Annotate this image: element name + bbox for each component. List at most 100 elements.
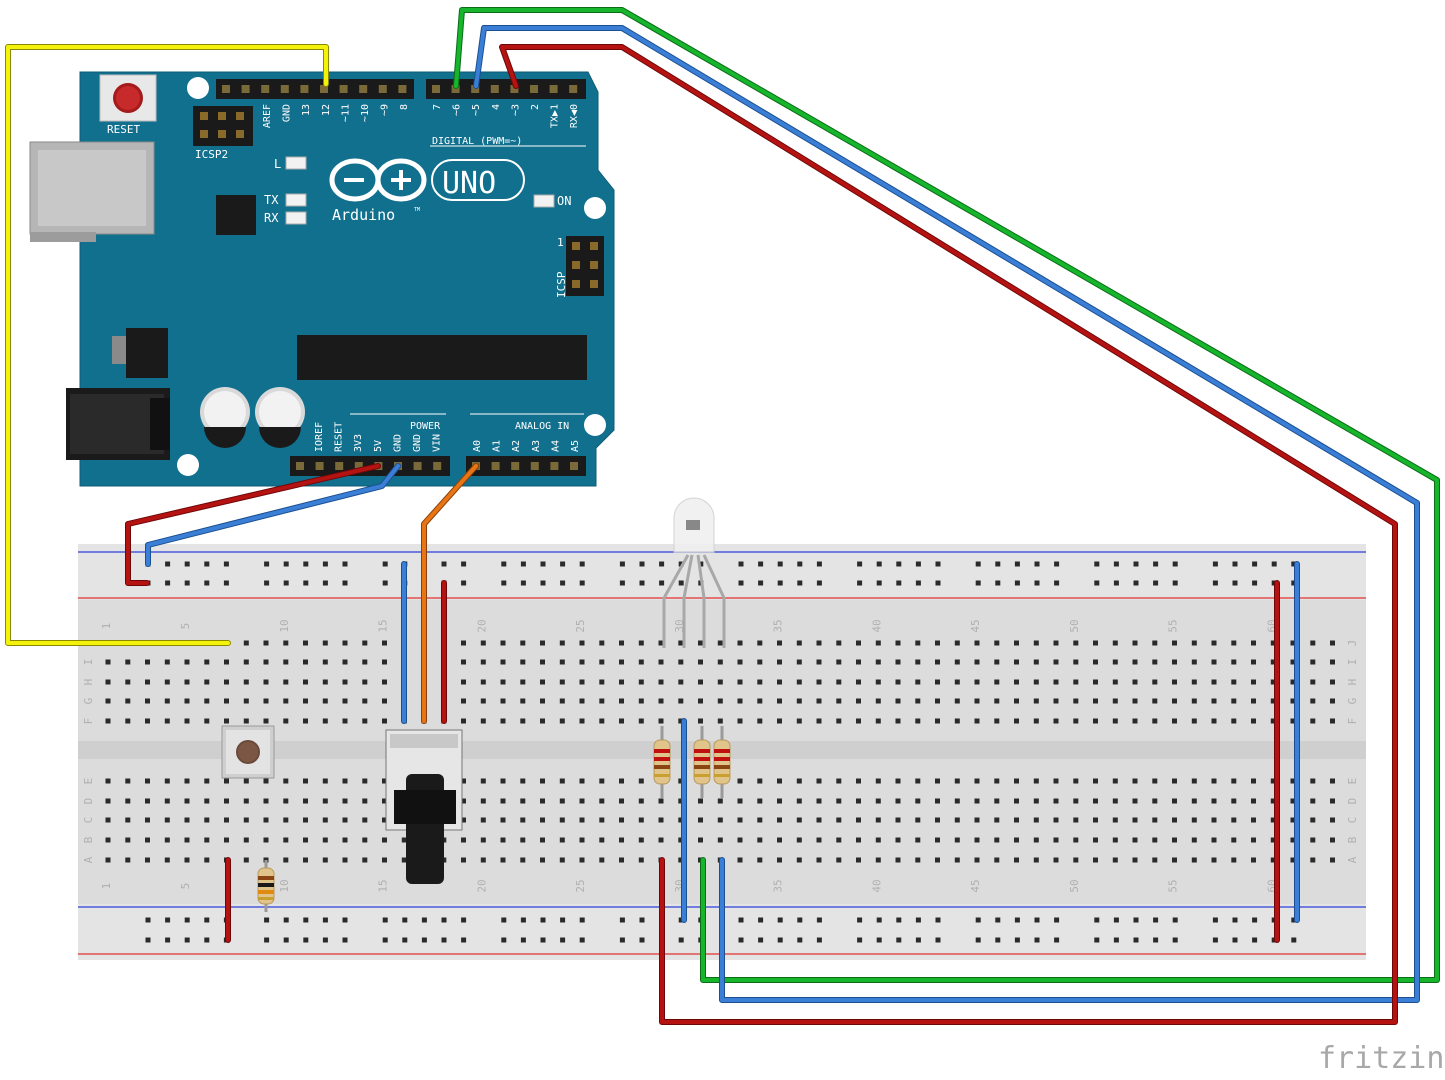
breadboard-hole <box>559 718 565 724</box>
breadboard-hole <box>105 798 111 804</box>
breadboard-hole <box>1053 659 1059 665</box>
rail-hole <box>165 917 171 923</box>
rail-hole <box>560 580 566 586</box>
breadboard-hole <box>184 817 190 823</box>
breadboard-hole <box>1014 798 1019 804</box>
breadboard-column-number: 20 <box>475 619 488 632</box>
breadboard-hole <box>520 778 526 784</box>
breadboard-hole <box>974 679 980 685</box>
digital-pin-label: RX◀0 <box>569 104 580 128</box>
breadboard-hole <box>777 718 782 724</box>
breadboard-labels: 1155101015152020252530303535404045455050… <box>82 619 1359 892</box>
rail-hole <box>223 580 229 586</box>
potentiometer[interactable] <box>385 729 463 884</box>
breadboard-hole <box>1132 857 1138 863</box>
breadboard-hole <box>145 718 150 724</box>
power-label: POWER <box>410 421 441 432</box>
breadboard-hole <box>619 659 624 665</box>
breadboard-hole <box>1231 679 1237 685</box>
breadboard-holes <box>105 561 1335 943</box>
breadboard-row-letter: C <box>82 817 95 824</box>
rail-hole <box>1232 561 1238 567</box>
breadboard-hole <box>382 837 387 843</box>
breadboard-column-number: 40 <box>870 879 883 892</box>
breadboard-hole <box>1191 659 1197 665</box>
breadboard-hole <box>698 817 703 823</box>
breadboard-hole <box>599 718 605 724</box>
led-tx-icon <box>285 193 307 207</box>
breadboard-hole <box>1132 718 1138 724</box>
breadboard-row-letter: A <box>1346 856 1359 863</box>
rail-hole <box>322 561 328 567</box>
analog-label: ANALOG IN <box>515 421 569 432</box>
rail-hole <box>797 917 803 923</box>
breadboard-hole <box>1073 640 1079 646</box>
analog-pin-label: A4 <box>550 440 561 452</box>
reset-button[interactable] <box>99 74 157 122</box>
breadboard-hole <box>164 837 170 843</box>
breadboard-column-number: 15 <box>377 879 390 892</box>
breadboard-hole <box>1251 659 1256 665</box>
breadboard-hole <box>1191 857 1197 863</box>
rail-hole <box>857 917 863 923</box>
breadboard-hole <box>737 837 743 843</box>
rail-hole <box>402 937 408 943</box>
breadboard-hole <box>856 659 861 665</box>
power-pin-label: IOREF <box>314 422 325 452</box>
breadboard-hole <box>184 659 190 665</box>
breadboard-hole <box>717 718 723 724</box>
breadboard-hole <box>678 659 684 665</box>
reset-label: RESET <box>107 123 140 136</box>
breadboard-hole <box>1290 798 1296 804</box>
breadboard-hole <box>362 659 368 665</box>
rail-hole <box>639 580 645 586</box>
rail-hole <box>303 917 309 923</box>
breadboard-row-letter: F <box>1346 718 1359 725</box>
rail-hole <box>738 937 744 943</box>
breadboard-row-letter: B <box>82 836 95 843</box>
rail-hole <box>1034 937 1040 943</box>
breadboard-hole <box>480 817 486 823</box>
breadboard-hole <box>224 679 229 685</box>
breadboard-hole <box>856 698 861 704</box>
rail-hole <box>1014 561 1020 567</box>
rail-hole <box>896 580 902 586</box>
rail-hole <box>540 580 546 586</box>
rail-hole <box>520 917 526 923</box>
rail-hole <box>876 580 882 586</box>
breadboard-hole <box>1310 817 1316 823</box>
breadboard-hole <box>757 718 763 724</box>
digital-pin-label: ~6 <box>452 104 463 116</box>
breadboard-hole <box>994 640 1000 646</box>
usb-chip-icon <box>216 195 256 235</box>
breadboard-hole <box>579 857 585 863</box>
digital-pin-label: 4 <box>491 104 502 110</box>
rail-hole <box>758 917 764 923</box>
pushbutton[interactable] <box>221 725 275 779</box>
rail-hole <box>915 580 921 586</box>
breadboard-hole <box>717 698 723 704</box>
breadboard-hole <box>559 817 565 823</box>
icsp2-label: ICSP2 <box>195 148 228 161</box>
breadboard-hole <box>1270 718 1276 724</box>
breadboard-hole <box>1093 698 1098 704</box>
rail-hole <box>501 937 507 943</box>
rail-hole <box>639 937 645 943</box>
breadboard-hole <box>342 718 348 724</box>
breadboard-hole <box>678 718 684 724</box>
breadboard-hole <box>954 778 960 784</box>
rail-hole <box>758 580 764 586</box>
rail-hole <box>283 561 289 567</box>
breadboard-hole <box>540 817 545 823</box>
breadboard-hole <box>303 718 308 724</box>
header-pin <box>359 85 368 93</box>
breadboard-hole <box>1330 857 1335 863</box>
breadboard-hole <box>263 679 269 685</box>
breadboard-hole <box>362 640 368 646</box>
rail-hole <box>738 561 744 567</box>
rail-hole <box>342 937 348 943</box>
breadboard-hole <box>1290 679 1296 685</box>
breadboard-hole <box>1053 718 1059 724</box>
breadboard-hole <box>401 857 407 863</box>
